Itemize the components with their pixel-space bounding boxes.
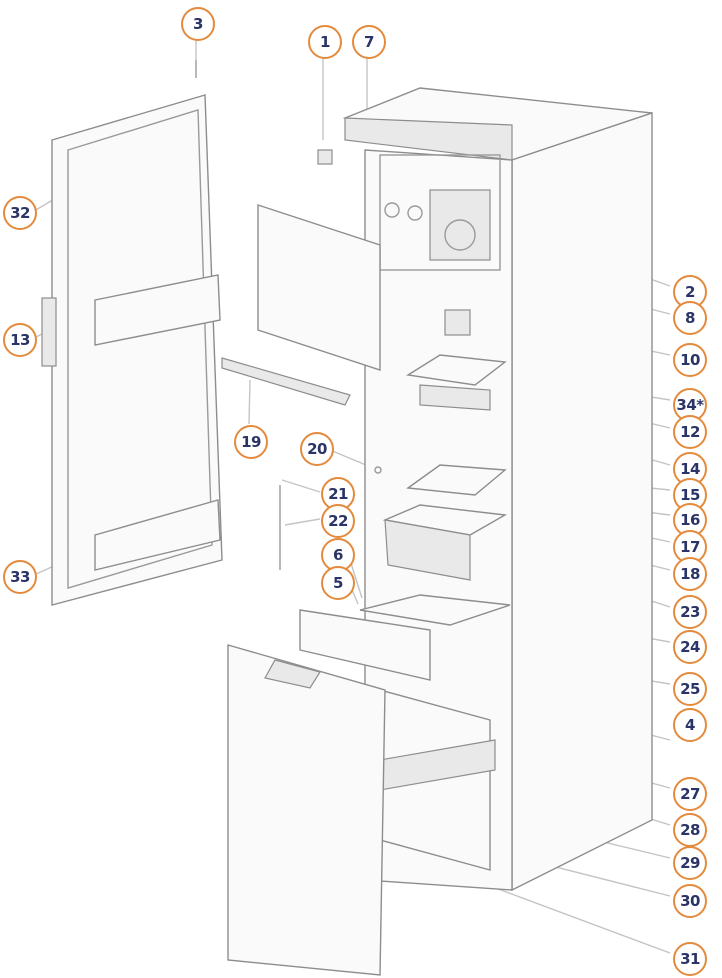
part-callout-22[interactable]: 22 — [321, 504, 355, 538]
part-callout-10[interactable]: 10 — [673, 343, 707, 377]
part-callout-31[interactable]: 31 — [673, 942, 707, 976]
part-callout-4[interactable]: 4 — [673, 708, 707, 742]
door — [41, 94, 223, 606]
shelves — [299, 354, 511, 681]
hinges — [195, 60, 333, 165]
flap — [221, 204, 382, 570]
part-callout-16[interactable]: 16 — [673, 503, 707, 537]
part-callout-23[interactable]: 23 — [673, 595, 707, 629]
part-callout-30[interactable]: 30 — [673, 884, 707, 918]
part-callout-3[interactable]: 3 — [181, 7, 215, 41]
part-callout-24[interactable]: 24 — [673, 630, 707, 664]
part-callout-19[interactable]: 19 — [234, 425, 268, 459]
part-callout-28[interactable]: 28 — [673, 813, 707, 847]
part-callout-20[interactable]: 20 — [300, 432, 334, 466]
part-callout-25[interactable]: 25 — [673, 672, 707, 706]
part-callout-1[interactable]: 1 — [308, 25, 342, 59]
part-callout-12[interactable]: 12 — [673, 415, 707, 449]
drawer — [227, 644, 496, 976]
part-callout-5[interactable]: 5 — [321, 566, 355, 600]
part-callout-33[interactable]: 33 — [3, 560, 37, 594]
part-callout-32[interactable]: 32 — [3, 196, 37, 230]
part-callout-21[interactable]: 21 — [321, 477, 355, 511]
part-callout-7[interactable]: 7 — [352, 25, 386, 59]
part-callout-13[interactable]: 13 — [3, 323, 37, 357]
part-callout-8[interactable]: 8 — [673, 301, 707, 335]
part-callout-34-star[interactable]: 34* — [673, 388, 707, 422]
part-callout-27[interactable]: 27 — [673, 777, 707, 811]
part-callout-29[interactable]: 29 — [673, 846, 707, 880]
part-callout-18[interactable]: 18 — [673, 557, 707, 591]
